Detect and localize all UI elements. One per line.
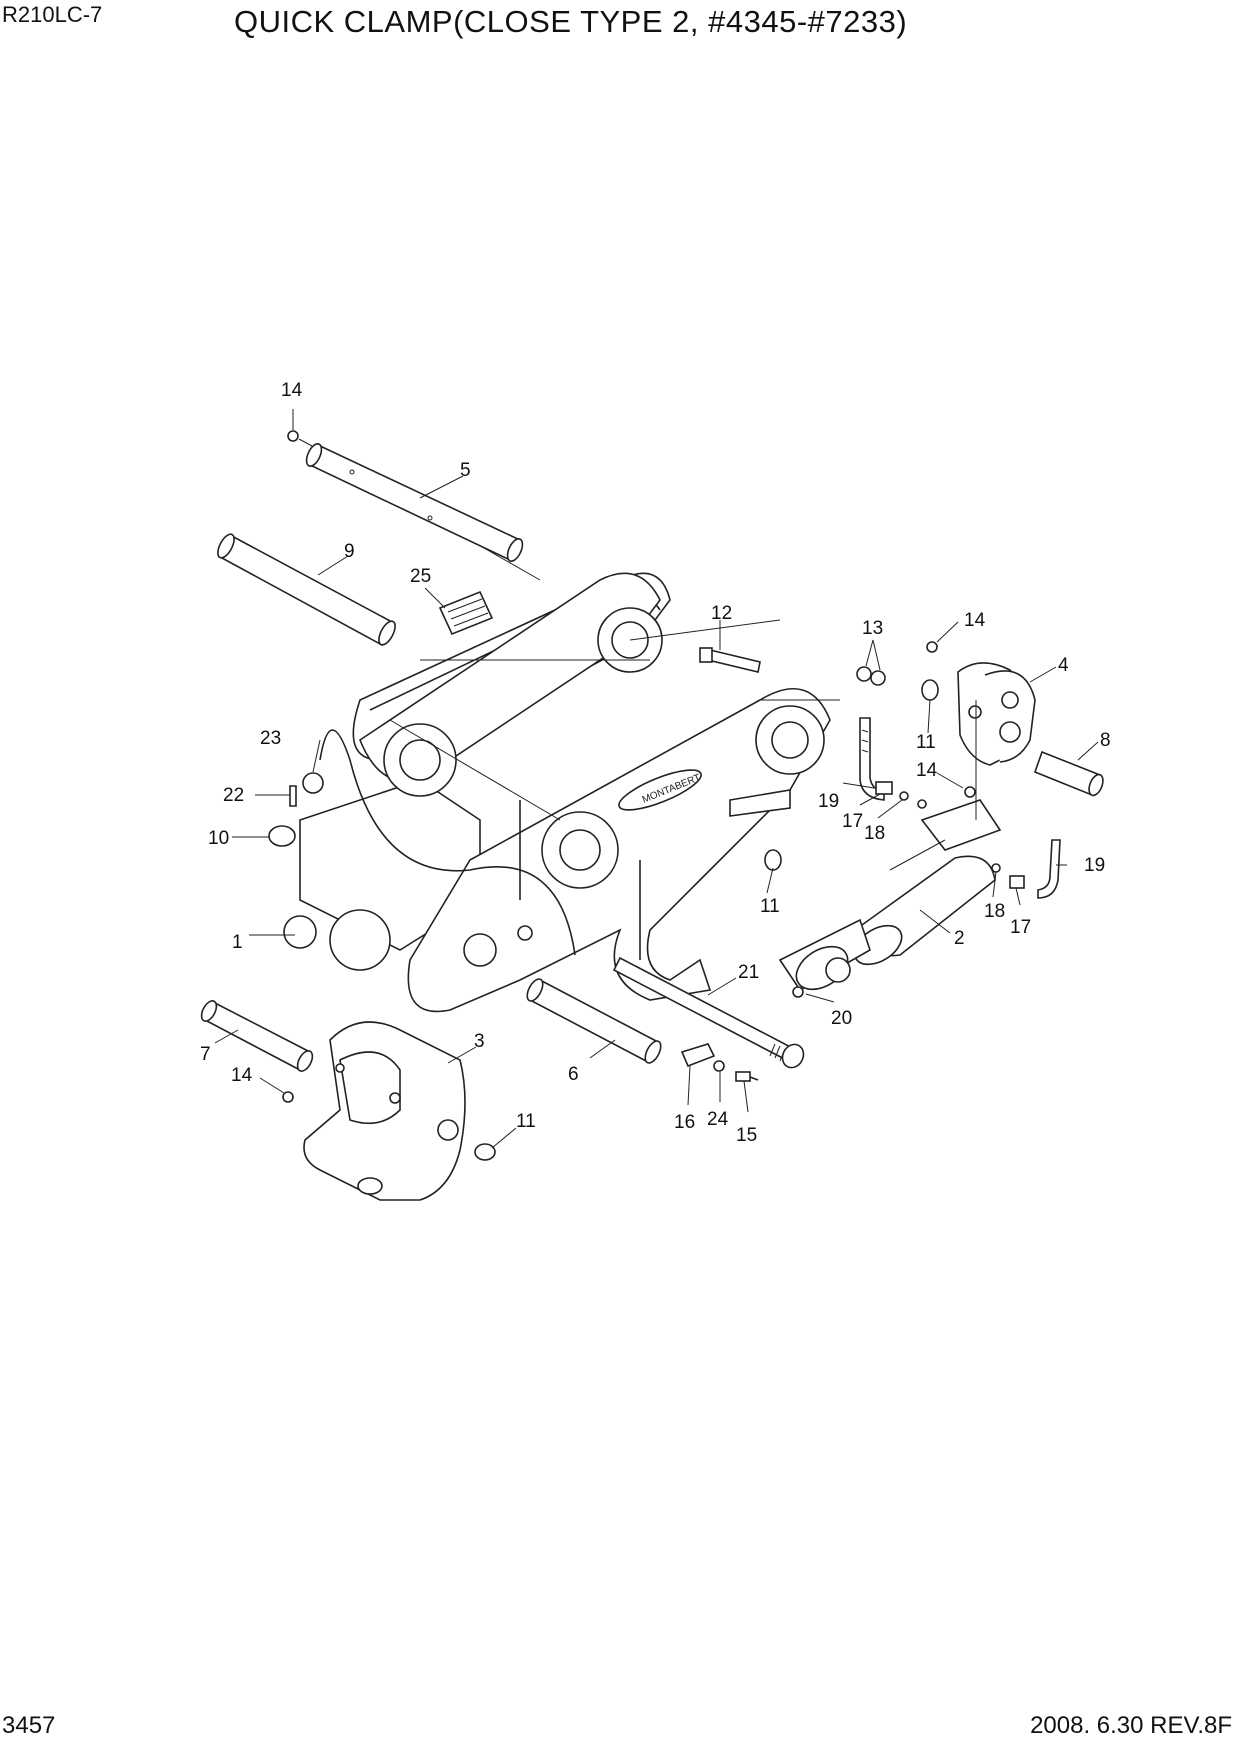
main-frame-part: MONTABERT — [283, 572, 831, 1013]
circlip-11-hook — [921, 679, 939, 701]
callout-16: 16 — [674, 1112, 695, 1133]
pin-9 — [217, 533, 396, 647]
pin-8 — [1033, 750, 1104, 797]
hook-3 — [303, 1021, 466, 1201]
callout-5: 5 — [460, 460, 471, 481]
page-number: 3457 — [2, 1712, 56, 1739]
callout-18: 18 — [864, 823, 885, 844]
callout-13: 13 — [862, 618, 883, 639]
callout-11: 11 — [916, 732, 936, 753]
seal-18-right — [991, 863, 1001, 873]
hook-4 — [957, 662, 1036, 766]
cylinder-2 — [778, 799, 1002, 992]
callout-11: 11 — [516, 1111, 536, 1132]
callout-12: 12 — [711, 603, 732, 624]
pin-5 — [305, 443, 524, 562]
bolt-15 — [735, 1071, 759, 1082]
callout-21: 21 — [738, 962, 759, 983]
callout-7: 7 — [200, 1044, 211, 1065]
rod-21 — [612, 956, 805, 1069]
callout-14: 14 — [281, 380, 303, 401]
circlip-20 — [792, 986, 804, 998]
callout-19: 19 — [818, 791, 839, 812]
plate-16 — [680, 1043, 716, 1068]
model-code: R210LC-7 — [2, 2, 103, 27]
callout-17: 17 — [1010, 917, 1031, 938]
callout-17: 17 — [842, 811, 863, 832]
washer-24 — [713, 1060, 725, 1072]
revision-date: 2008. 6.30 REV.8F — [1030, 1712, 1232, 1739]
callout-6: 6 — [568, 1064, 579, 1085]
callout-25: 25 — [410, 566, 431, 587]
grease-nipple-14-cyl — [964, 786, 976, 798]
callout-24: 24 — [707, 1109, 729, 1130]
callout-2: 2 — [954, 928, 965, 949]
callout-10: 10 — [208, 828, 229, 849]
hose-19-right — [1037, 839, 1061, 899]
pin-6 — [526, 978, 662, 1064]
callout-8: 8 — [1100, 730, 1111, 751]
grease-nipple-14-lower — [282, 1091, 294, 1103]
seal-18-upper — [899, 791, 909, 801]
page-title: QUICK CLAMP(CLOSE TYPE 2, #4345-#7233) — [234, 4, 908, 39]
callout-14: 14 — [916, 760, 938, 781]
callout-9: 9 — [344, 541, 355, 562]
circlip-10 — [268, 825, 296, 847]
grease-nipple-14-hook — [926, 641, 938, 653]
circlip-11-center — [764, 849, 782, 871]
callout-23: 23 — [260, 728, 281, 749]
circlip-11-lower — [474, 1143, 496, 1161]
bolt-12 — [699, 647, 761, 673]
callout-14: 14 — [231, 1065, 253, 1086]
clip-22 — [289, 785, 297, 807]
nuts-13 — [856, 666, 886, 686]
grease-nipple-14a — [287, 430, 299, 442]
oring-18-upper — [917, 799, 927, 809]
callout-11: 11 — [760, 896, 780, 917]
fitting-17-right — [1009, 875, 1025, 889]
callout-14: 14 — [964, 610, 986, 631]
callout-numbers: 14 5 9 25 12 13 14 4 11 8 14 19 17 18 19… — [200, 380, 1111, 1146]
callout-20: 20 — [831, 1008, 852, 1029]
callout-22: 22 — [223, 785, 244, 806]
callout-3: 3 — [474, 1031, 485, 1052]
callout-4: 4 — [1058, 655, 1069, 676]
fitting-17-upper — [875, 781, 893, 795]
callout-18: 18 — [984, 901, 1005, 922]
callout-15: 15 — [736, 1125, 757, 1146]
pin-7 — [200, 1000, 314, 1072]
callout-leaders — [214, 409, 1099, 1149]
callout-1: 1 — [232, 932, 243, 953]
callout-19: 19 — [1084, 855, 1105, 876]
decal-25 — [438, 590, 494, 636]
